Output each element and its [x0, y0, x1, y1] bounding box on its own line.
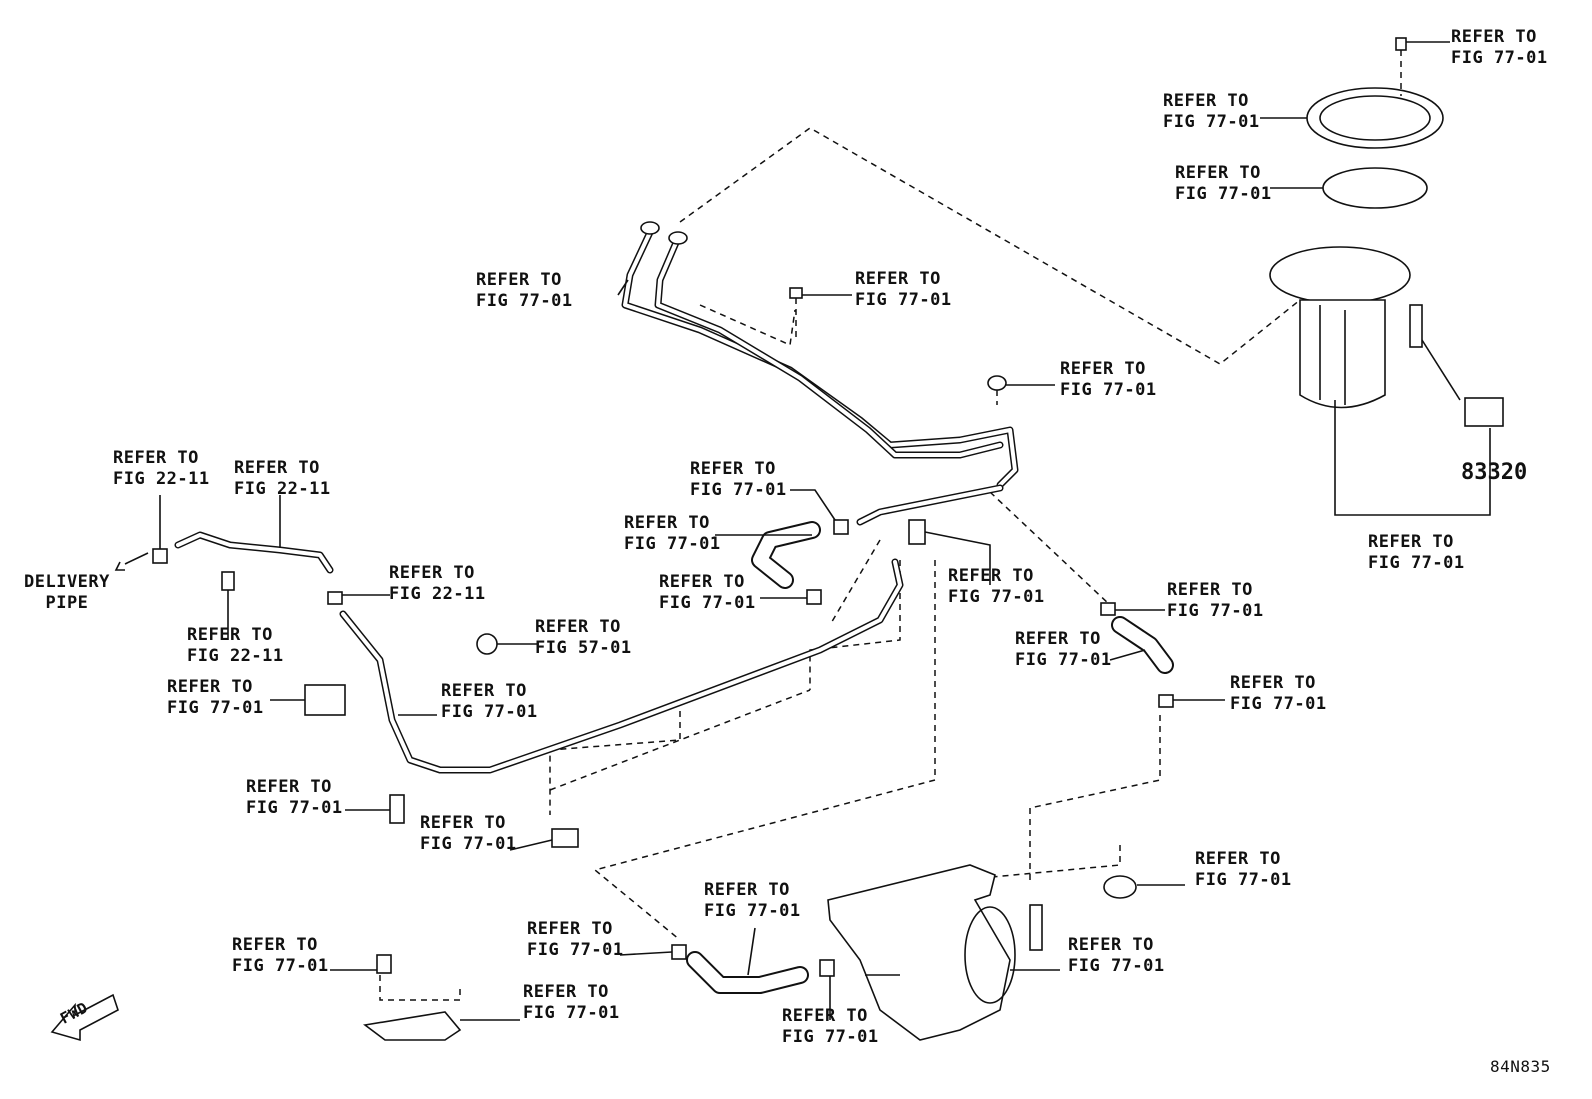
- callout-fig-77-01-nut: REFER TO FIG 77-01: [1195, 849, 1292, 890]
- callout-fig-77-01-pump-bolt: REFER TO FIG 77-01: [1451, 27, 1548, 68]
- callout-fig-77-01-tube: REFER TO FIG 77-01: [476, 270, 573, 311]
- forward-arrow-icon: [50, 993, 119, 1042]
- diagram-code: 84N835: [1490, 1057, 1551, 1076]
- callout-fig-77-01-hose: REFER TO FIG 77-01: [624, 513, 721, 554]
- dashed-reference-lines: [379, 127, 1301, 1001]
- callout-fig-77-01-clamp: REFER TO FIG 77-01: [659, 572, 756, 613]
- callout-fig-22-11-c: REFER TO FIG 22-11: [389, 563, 486, 604]
- callout-fig-77-01-clip-b: REFER TO FIG 77-01: [420, 813, 517, 854]
- fittings: [152, 287, 1174, 1041]
- callout-fig-77-01-bracket-b: REFER TO FIG 77-01: [523, 982, 620, 1023]
- callout-fig-77-01-lower-clamp: REFER TO FIG 77-01: [527, 919, 624, 960]
- callout-fig-77-01-pump: REFER TO FIG 77-01: [1368, 532, 1465, 573]
- delivery-line: [114, 531, 334, 574]
- callout-fig-77-01-grommet: REFER TO FIG 77-01: [690, 459, 787, 500]
- callout-fig-77-01-clip-a: REFER TO FIG 77-01: [246, 777, 343, 818]
- callout-fig-77-01-clip-c: REFER TO FIG 77-01: [232, 935, 329, 976]
- fuel-pump-assembly: [1269, 37, 1504, 427]
- callout-fig-77-01-canister-clamp: REFER TO FIG 77-01: [782, 1006, 879, 1047]
- callout-fig-77-01-canister: REFER TO FIG 77-01: [1068, 935, 1165, 976]
- callout-fig-77-01-gasket: REFER TO FIG 77-01: [1175, 163, 1272, 204]
- callout-fig-77-01-lower-hose: REFER TO FIG 77-01: [704, 880, 801, 921]
- callout-fig-77-01-bolt: REFER TO FIG 77-01: [855, 269, 952, 310]
- callout-fig-77-01-connector: REFER TO FIG 77-01: [167, 677, 264, 718]
- callout-fig-77-01-vent-clip: REFER TO FIG 77-01: [1230, 673, 1327, 714]
- callout-fig-77-01-clip: REFER TO FIG 77-01: [1060, 359, 1157, 400]
- leader-lines: [159, 41, 1491, 1021]
- upper-fuel-lines: [621, 221, 1019, 526]
- callout-fig-77-01-vent-clamp: REFER TO FIG 77-01: [1167, 580, 1264, 621]
- delivery-pipe-label: DELIVERY PIPE: [24, 572, 110, 613]
- callout-fig-77-01-vent-hose: REFER TO FIG 77-01: [1015, 629, 1112, 670]
- charcoal-canister: [827, 864, 1043, 1041]
- callout-fig-22-11-d: REFER TO FIG 22-11: [187, 625, 284, 666]
- callout-fig-57-01: REFER TO FIG 57-01: [535, 617, 632, 658]
- callout-fig-77-01-bracket: REFER TO FIG 77-01: [948, 566, 1045, 607]
- main-fuel-line: [339, 558, 904, 774]
- callout-fig-22-11-a: REFER TO FIG 22-11: [113, 448, 210, 489]
- part-number-label: 83320: [1461, 460, 1528, 485]
- callout-fig-77-01-retainer: REFER TO FIG 77-01: [1163, 91, 1260, 132]
- callout-fig-22-11-b: REFER TO FIG 22-11: [234, 458, 331, 499]
- callout-fig-77-01-main-line: REFER TO FIG 77-01: [441, 681, 538, 722]
